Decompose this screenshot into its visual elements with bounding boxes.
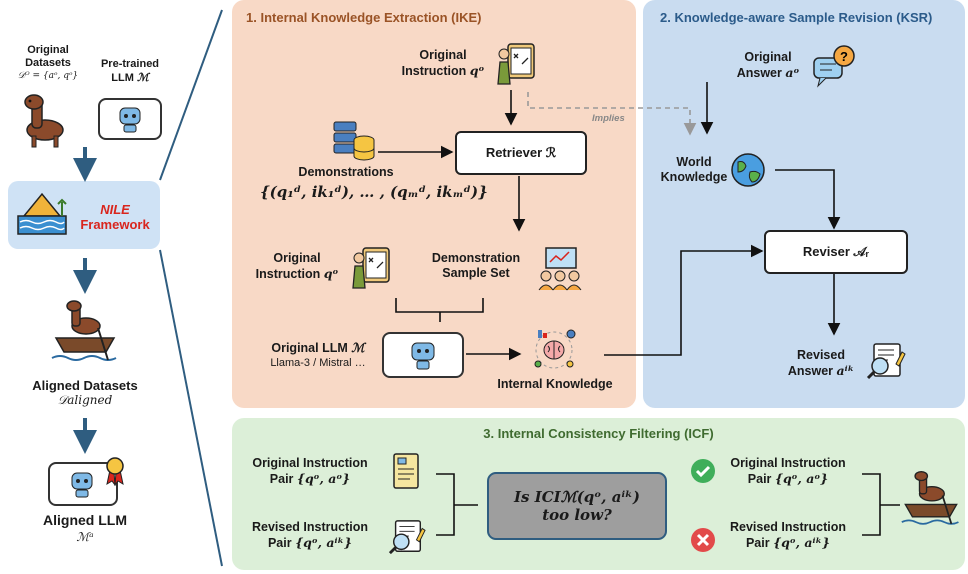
pyramid-icon: [17, 192, 67, 235]
document-icon: [393, 453, 419, 489]
aligned-datasets-label: Aligned Datasets 𝒟aligned: [32, 378, 138, 407]
svg-text:?: ?: [840, 49, 848, 64]
pretrained-llm-label: Pre-trained LLM ℳ: [100, 58, 160, 84]
cross-icon: [691, 528, 715, 552]
orig-llm-label: Original LLM ℳ Llama-3 / Mistral …: [270, 340, 366, 369]
llama-icon: [24, 94, 64, 148]
magnifier-doc-icon: [866, 343, 906, 380]
check-icon: [691, 459, 715, 483]
orig-instruction-top-label: Original Instruction qᵒ: [401, 48, 485, 78]
revised-answer-label: Revised Answer aⁱᵏ: [787, 348, 855, 378]
database-icon: [333, 121, 375, 161]
demonstrations-set: {(q₁ᵈ, ik₁ᵈ), … , (qₘᵈ, ikₘᵈ)}: [260, 183, 488, 201]
clipboard-icon: [352, 247, 390, 289]
icf-right-orig-pair: Original Instruction Pair {qᵒ, aᵒ}: [730, 456, 846, 486]
ike-title: 1. Internal Knowledge Extraction (IKE): [246, 10, 482, 25]
brain-icon: [534, 329, 576, 369]
internal-knowledge-label: Internal Knowledge: [497, 377, 613, 391]
clipboard-icon: [497, 43, 535, 85]
llama-boat-icon: [901, 470, 959, 525]
nile-framework-label: NILE Framework: [80, 202, 150, 232]
aligned-llm-label: Aligned LLM ℳᵃ: [43, 512, 127, 544]
icf-title: 3. Internal Consistency Filtering (ICF): [483, 426, 714, 441]
implies-label: Implies: [592, 113, 625, 124]
orig-answer-label: Original Answer aᵒ: [736, 50, 800, 80]
ksr-title: 2. Knowledge-aware Sample Revision (KSR): [660, 10, 933, 25]
presentation-icon: [538, 247, 582, 291]
icf-left-orig-pair: Original Instruction Pair {qᵒ, aᵒ}: [252, 456, 368, 486]
medal-icon: [106, 457, 124, 486]
retriever-box: Retriever ℛ: [455, 131, 587, 175]
question-bubble-icon: ?: [813, 45, 855, 88]
demonstrations-label: Demonstrations: [298, 165, 394, 179]
aligned-robot-icon: [48, 462, 118, 506]
llama-boat-icon: [51, 300, 117, 361]
icf-left-rev-pair: Revised Instruction Pair {qᵒ, aⁱᵏ}: [252, 520, 368, 550]
icf-question-box: Is ICIℳ(qᵒ, aⁱᵏ) too low?: [487, 472, 667, 540]
magnifier-doc-icon: [388, 520, 426, 555]
globe-icon: [731, 153, 765, 187]
ksr-panel: [643, 0, 965, 408]
robot-icon: [382, 332, 464, 378]
orig-instruction-mid-label: Original Instruction qᵒ: [255, 251, 339, 281]
reviser-box: Reviser 𝒜ᵣ: [764, 230, 908, 274]
icf-right-rev-pair: Revised Instruction Pair {qᵒ, aⁱᵏ}: [730, 520, 846, 550]
robot-icon: [98, 98, 162, 140]
